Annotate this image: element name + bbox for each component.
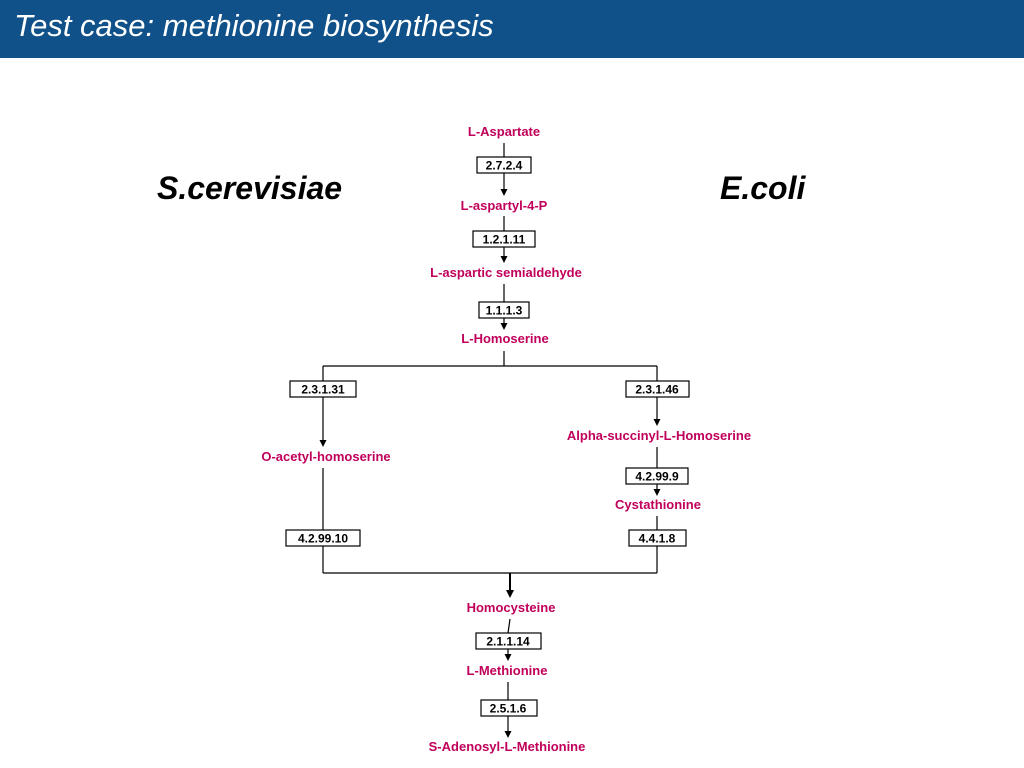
metabolite-l-homoserine: L-Homoserine <box>461 331 548 346</box>
enzyme-label: 4.4.1.8 <box>639 532 676 546</box>
enzyme-label: 2.3.1.31 <box>301 383 345 397</box>
enzyme-label: 4.2.99.9 <box>635 470 679 484</box>
arrowhead <box>500 323 508 330</box>
arrowhead <box>506 590 514 598</box>
enzyme-label: 1.2.1.11 <box>483 233 526 247</box>
metabolite-homocysteine: Homocysteine <box>467 600 556 615</box>
enzyme-label: 4.2.99.10 <box>298 532 348 546</box>
arrowhead <box>319 440 327 447</box>
enzyme-label: 2.3.1.46 <box>635 383 679 397</box>
enzyme-box-2-7-2-4: 2.7.2.4 <box>476 156 532 174</box>
arrowhead <box>653 419 661 426</box>
enzyme-box-4-2-99-10: 4.2.99.10 <box>285 529 361 547</box>
edge-homocysteine-to-2-1-1-14 <box>507 618 511 634</box>
enzyme-box-2-3-1-46: 2.3.1.46 <box>625 380 690 398</box>
arrowhead <box>504 731 512 738</box>
enzyme-box-2-1-1-14: 2.1.1.14 <box>475 632 542 650</box>
metabolite-l-methionine: L-Methionine <box>467 663 548 678</box>
enzyme-label: 2.1.1.14 <box>486 635 530 649</box>
arrowhead <box>653 489 661 496</box>
enzyme-box-4-4-1-8: 4.4.1.8 <box>628 529 687 547</box>
arrowhead <box>504 654 512 661</box>
enzyme-box-4-2-99-9: 4.2.99.9 <box>625 467 689 485</box>
enzyme-box-1-2-1-11: 1.2.1.11 <box>472 230 536 248</box>
organism-label-s-cerevisiae: S.cerevisiae <box>157 170 343 206</box>
arrowhead <box>500 189 508 196</box>
enzyme-box-1-1-1-3: 1.1.1.3 <box>478 301 530 319</box>
arrowhead <box>500 256 508 263</box>
enzyme-label: 1.1.1.3 <box>486 304 523 318</box>
metabolite-l-aspartyl-4-p: L-aspartyl-4-P <box>461 198 548 213</box>
organism-label-e-coli: E.coli <box>720 170 806 206</box>
metabolite-l-aspartate: L-Aspartate <box>468 124 540 139</box>
metabolite-cystathionine: Cystathionine <box>615 497 701 512</box>
metabolite-labels: L-Aspartate L-aspartyl-4-P L-aspartic se… <box>261 124 751 754</box>
slide-title: Test case: methionine biosynthesis <box>14 8 494 43</box>
title-bar: Test case: methionine biosynthesis <box>0 0 1024 58</box>
enzyme-label: 2.7.2.4 <box>486 159 523 173</box>
pathway-edges <box>319 143 661 738</box>
enzyme-label: 2.5.1.6 <box>490 702 527 716</box>
metabolite-s-adenosyl-l-methionine: S-Adenosyl-L-Methionine <box>429 739 586 754</box>
metabolite-l-aspartic-semialdehyde: L-aspartic semialdehyde <box>430 265 582 280</box>
metabolite-alpha-succinyl-l-homoserine: Alpha-succinyl-L-Homoserine <box>567 428 751 443</box>
enzyme-box-2-3-1-31: 2.3.1.31 <box>289 380 357 398</box>
enzyme-box-2-5-1-6: 2.5.1.6 <box>480 699 538 717</box>
metabolite-o-acetyl-homoserine: O-acetyl-homoserine <box>261 449 390 464</box>
enzyme-boxes: 2.7.2.4 1.2.1.11 1.1.1.3 2.3.1.31 2.3.1.… <box>285 156 690 717</box>
